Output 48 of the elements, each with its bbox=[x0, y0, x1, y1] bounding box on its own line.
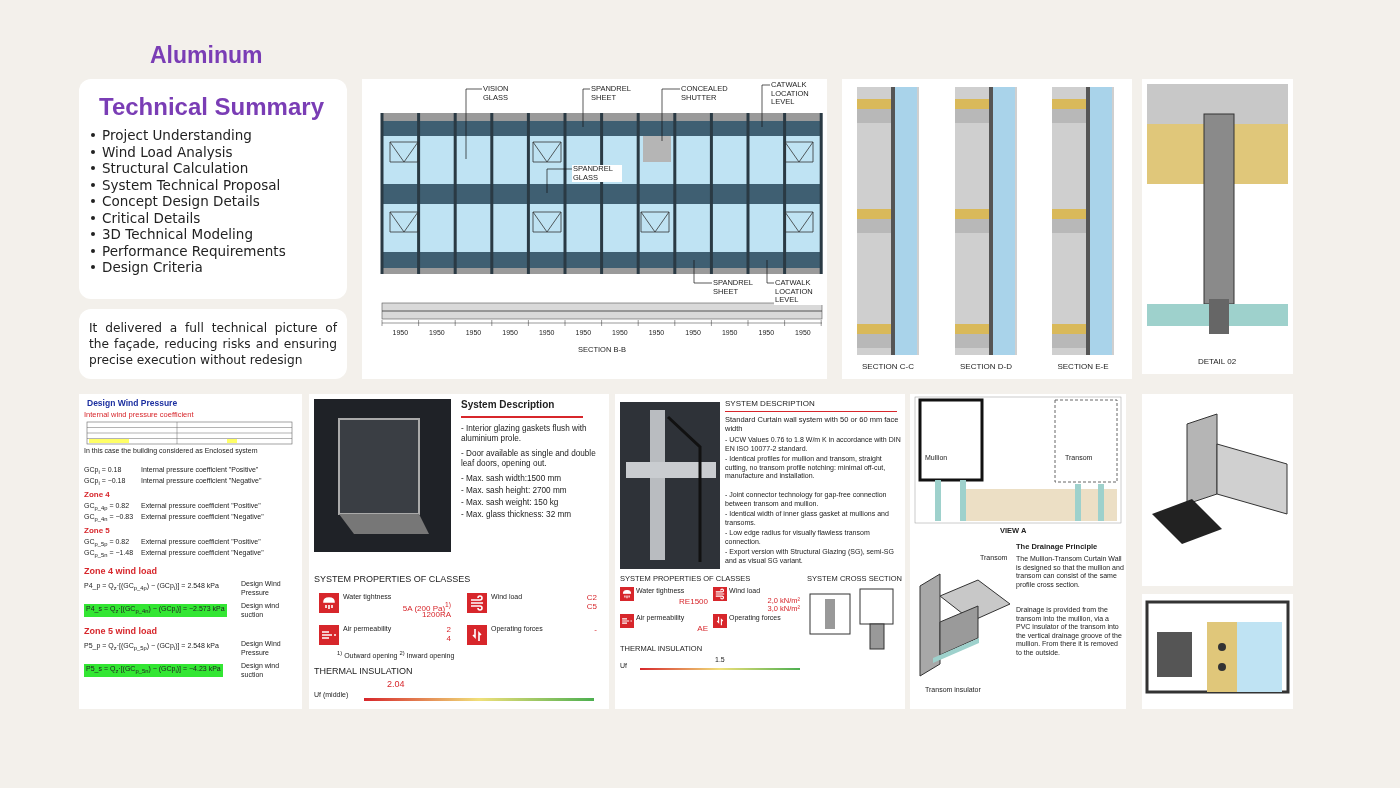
section-heading: THERMAL INSULATION bbox=[314, 666, 413, 677]
list-item: System Technical Proposal bbox=[102, 176, 281, 193]
drawing-caption: SECTION E-E bbox=[1056, 362, 1110, 372]
leader-line bbox=[761, 84, 771, 128]
leader-line bbox=[766, 259, 775, 284]
caption-text: It delivered a full technical picture of the façade, reducing risks and ensuring precise execution without redesign bbox=[89, 320, 337, 368]
zone-heading: Zone 4 wind load bbox=[84, 566, 157, 577]
property-value: C2 bbox=[585, 593, 597, 603]
property-value: 2 bbox=[445, 625, 451, 635]
bullet-text: - Max. sash weight: 150 kg bbox=[461, 498, 559, 508]
section-heading: SYSTEM DESCRIPTION bbox=[725, 399, 815, 409]
property-value: RE1500 bbox=[678, 597, 708, 607]
list-item: Structural Calculation bbox=[102, 160, 249, 177]
list-item: Project Understanding bbox=[102, 127, 252, 144]
zone-heading: Zone 4 bbox=[84, 490, 110, 500]
list-item: Wind Load Analysis bbox=[102, 143, 233, 160]
drawing-caption: SECTION D-D bbox=[959, 362, 1013, 372]
list-item: Design Criteria bbox=[102, 259, 203, 276]
bullet-text: - Door available as single and double leaf doors, opening out. bbox=[461, 449, 597, 469]
property-value: 4 bbox=[445, 634, 451, 644]
leader-line bbox=[546, 168, 573, 194]
property-value: 5A (200 Pa)$^{1)}$ bbox=[401, 601, 451, 613]
zone-heading: Zone 5 bbox=[84, 526, 110, 536]
section-heading: System Description bbox=[461, 399, 555, 412]
section-heading: SYSTEM PROPERTIES OF CLASSES bbox=[314, 574, 471, 585]
zone-heading: Zone 5 wind load bbox=[84, 626, 157, 637]
leader-line bbox=[693, 259, 713, 284]
property-value: - bbox=[593, 625, 597, 635]
bullet-text: - Interior glazing gaskets flush with aluminium prole. bbox=[461, 424, 588, 444]
bullet-text: - Max. sash height: 2700 mm bbox=[461, 486, 567, 496]
summary-card bbox=[79, 79, 347, 299]
list-item: Performance Requirements bbox=[102, 242, 286, 259]
leader-line bbox=[661, 88, 681, 142]
property-value: C5 bbox=[585, 602, 597, 612]
property-value: 2.04 bbox=[387, 679, 405, 690]
leader-line bbox=[465, 88, 483, 160]
page-title: Aluminum bbox=[150, 42, 263, 69]
drawing-caption: DETAIL 02 bbox=[1196, 357, 1238, 367]
property-value: AE bbox=[696, 624, 708, 634]
list-item: 3D Technical Modeling bbox=[102, 226, 253, 243]
drawing-caption: SECTION C-C bbox=[861, 362, 915, 372]
leader-line bbox=[582, 88, 591, 128]
bullet-text: - Max. sash width:1500 mm bbox=[461, 474, 562, 484]
list-item: Concept Design Details bbox=[102, 193, 260, 210]
card-heading: Technical Summary bbox=[99, 93, 324, 121]
list-item: Critical Details bbox=[102, 209, 201, 226]
bullet-text: - Max. glass thickness: 32 mm bbox=[461, 510, 572, 520]
section-heading: Design Wind Pressure bbox=[87, 398, 178, 409]
